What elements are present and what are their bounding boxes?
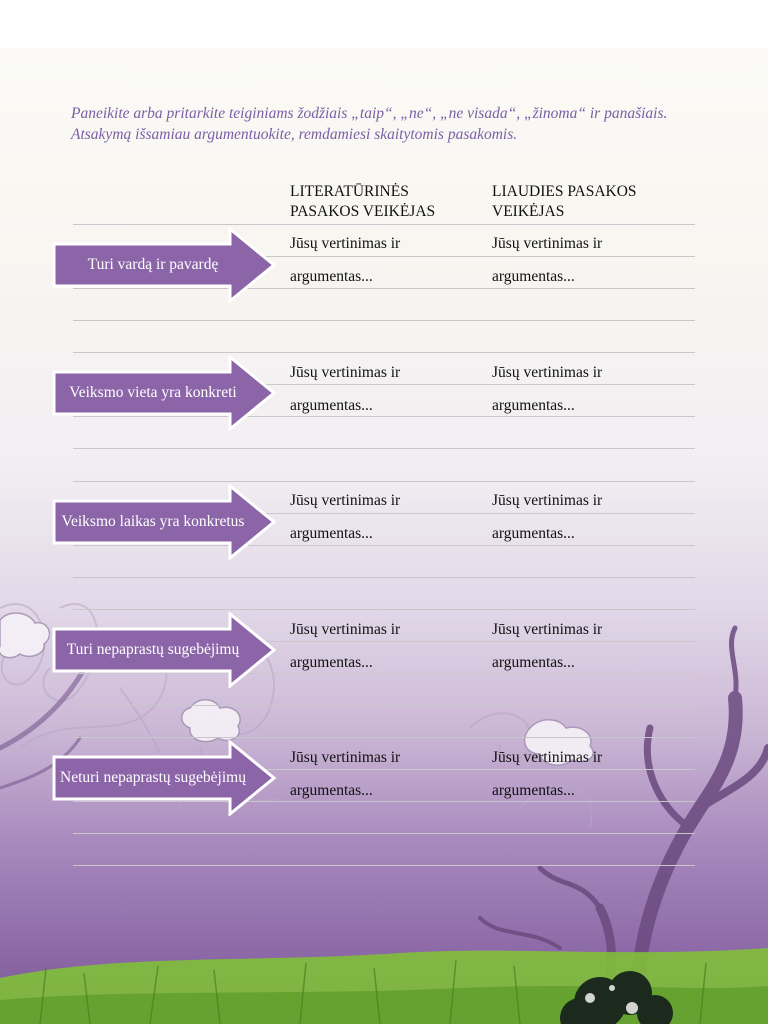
answer-line: [73, 513, 695, 514]
folk-answer-placeholder[interactable]: argumentas...: [492, 397, 575, 414]
instruction-text: Paneikite arba pritarkite teiginiams žod…: [71, 105, 668, 143]
arrow-shape: [52, 612, 277, 688]
literary-answer-placeholder[interactable]: Jūsų vertinimas ir: [290, 749, 401, 766]
folk-answer-placeholder[interactable]: Jūsų vertinimas ir: [492, 235, 603, 252]
criterion-arrow: Veiksmo vieta yra konkreti: [52, 355, 278, 431]
folk-answer-placeholder[interactable]: argumentas...: [492, 268, 575, 285]
arrow-shape: [52, 740, 277, 816]
answer-line: [73, 865, 695, 866]
criterion-label: Veiksmo laikas yra konkretus: [61, 513, 245, 530]
answer-line: [73, 577, 695, 578]
folk-answer-placeholder[interactable]: Jūsų vertinimas ir: [492, 749, 603, 766]
literary-answer-placeholder[interactable]: Jūsų vertinimas ir: [290, 621, 401, 638]
criterion-label: Turi vardą ir pavardę: [87, 256, 219, 273]
answer-line: [73, 256, 695, 257]
column-header-literary: LITERATŪRINĖS PASAKOS VEIKĖJAS: [290, 183, 436, 220]
answer-line: [73, 416, 695, 417]
answer-line: [73, 384, 695, 385]
folk-answer-placeholder[interactable]: Jūsų vertinimas ir: [492, 492, 603, 509]
answer-line: [73, 833, 695, 834]
literary-answer-placeholder[interactable]: Jūsų vertinimas ir: [290, 235, 401, 252]
answer-line: [73, 288, 695, 289]
folk-answer-placeholder[interactable]: argumentas...: [492, 654, 575, 671]
column-header-folk: LIAUDIES PASAKOS VEIKĖJAS: [492, 183, 637, 220]
literary-answer-placeholder[interactable]: argumentas...: [290, 525, 373, 542]
answer-line: [73, 352, 695, 353]
answer-line: [73, 609, 695, 610]
literary-answer-placeholder[interactable]: argumentas...: [290, 654, 373, 671]
document-page: Paneikite arba pritarkite teiginiams žod…: [0, 48, 768, 1024]
literary-answer-placeholder[interactable]: Jūsų vertinimas ir: [290, 364, 401, 381]
answer-line: [73, 224, 695, 225]
criterion-arrow: Veiksmo laikas yra konkretus: [52, 484, 278, 560]
criterion-arrow: Turi nepaprastų sugebėjimų: [52, 612, 278, 688]
answer-line: [73, 448, 695, 449]
literary-answer-placeholder[interactable]: argumentas...: [290, 782, 373, 799]
answer-line: [73, 641, 695, 642]
criterion-label: Veiksmo vieta yra konkreti: [69, 384, 237, 401]
answer-line: [73, 320, 695, 321]
folk-answer-placeholder[interactable]: argumentas...: [492, 525, 575, 542]
folk-answer-placeholder[interactable]: Jūsų vertinimas ir: [492, 364, 603, 381]
arrow-shape: [52, 484, 277, 560]
answer-line: [73, 801, 695, 802]
folk-answer-placeholder[interactable]: argumentas...: [492, 782, 575, 799]
criterion-arrow: Turi vardą ir pavardę: [52, 227, 278, 303]
arrow-shape: [52, 227, 277, 303]
literary-answer-placeholder[interactable]: Jūsų vertinimas ir: [290, 492, 401, 509]
answer-line: [73, 673, 695, 674]
criterion-arrow: Neturi nepaprastų sugebėjimų: [52, 740, 278, 816]
folk-answer-placeholder[interactable]: Jūsų vertinimas ir: [492, 621, 603, 638]
answer-line: [73, 705, 695, 706]
criterion-label: Turi nepaprastų sugebėjimų: [66, 641, 240, 658]
answer-line: [73, 769, 695, 770]
answer-line: [73, 545, 695, 546]
criterion-label: Neturi nepaprastų sugebėjimų: [60, 769, 246, 786]
answer-line: [73, 737, 695, 738]
answer-line: [73, 481, 695, 482]
literary-answer-placeholder[interactable]: argumentas...: [290, 397, 373, 414]
literary-answer-placeholder[interactable]: argumentas...: [290, 268, 373, 285]
arrow-shape: [52, 355, 277, 431]
